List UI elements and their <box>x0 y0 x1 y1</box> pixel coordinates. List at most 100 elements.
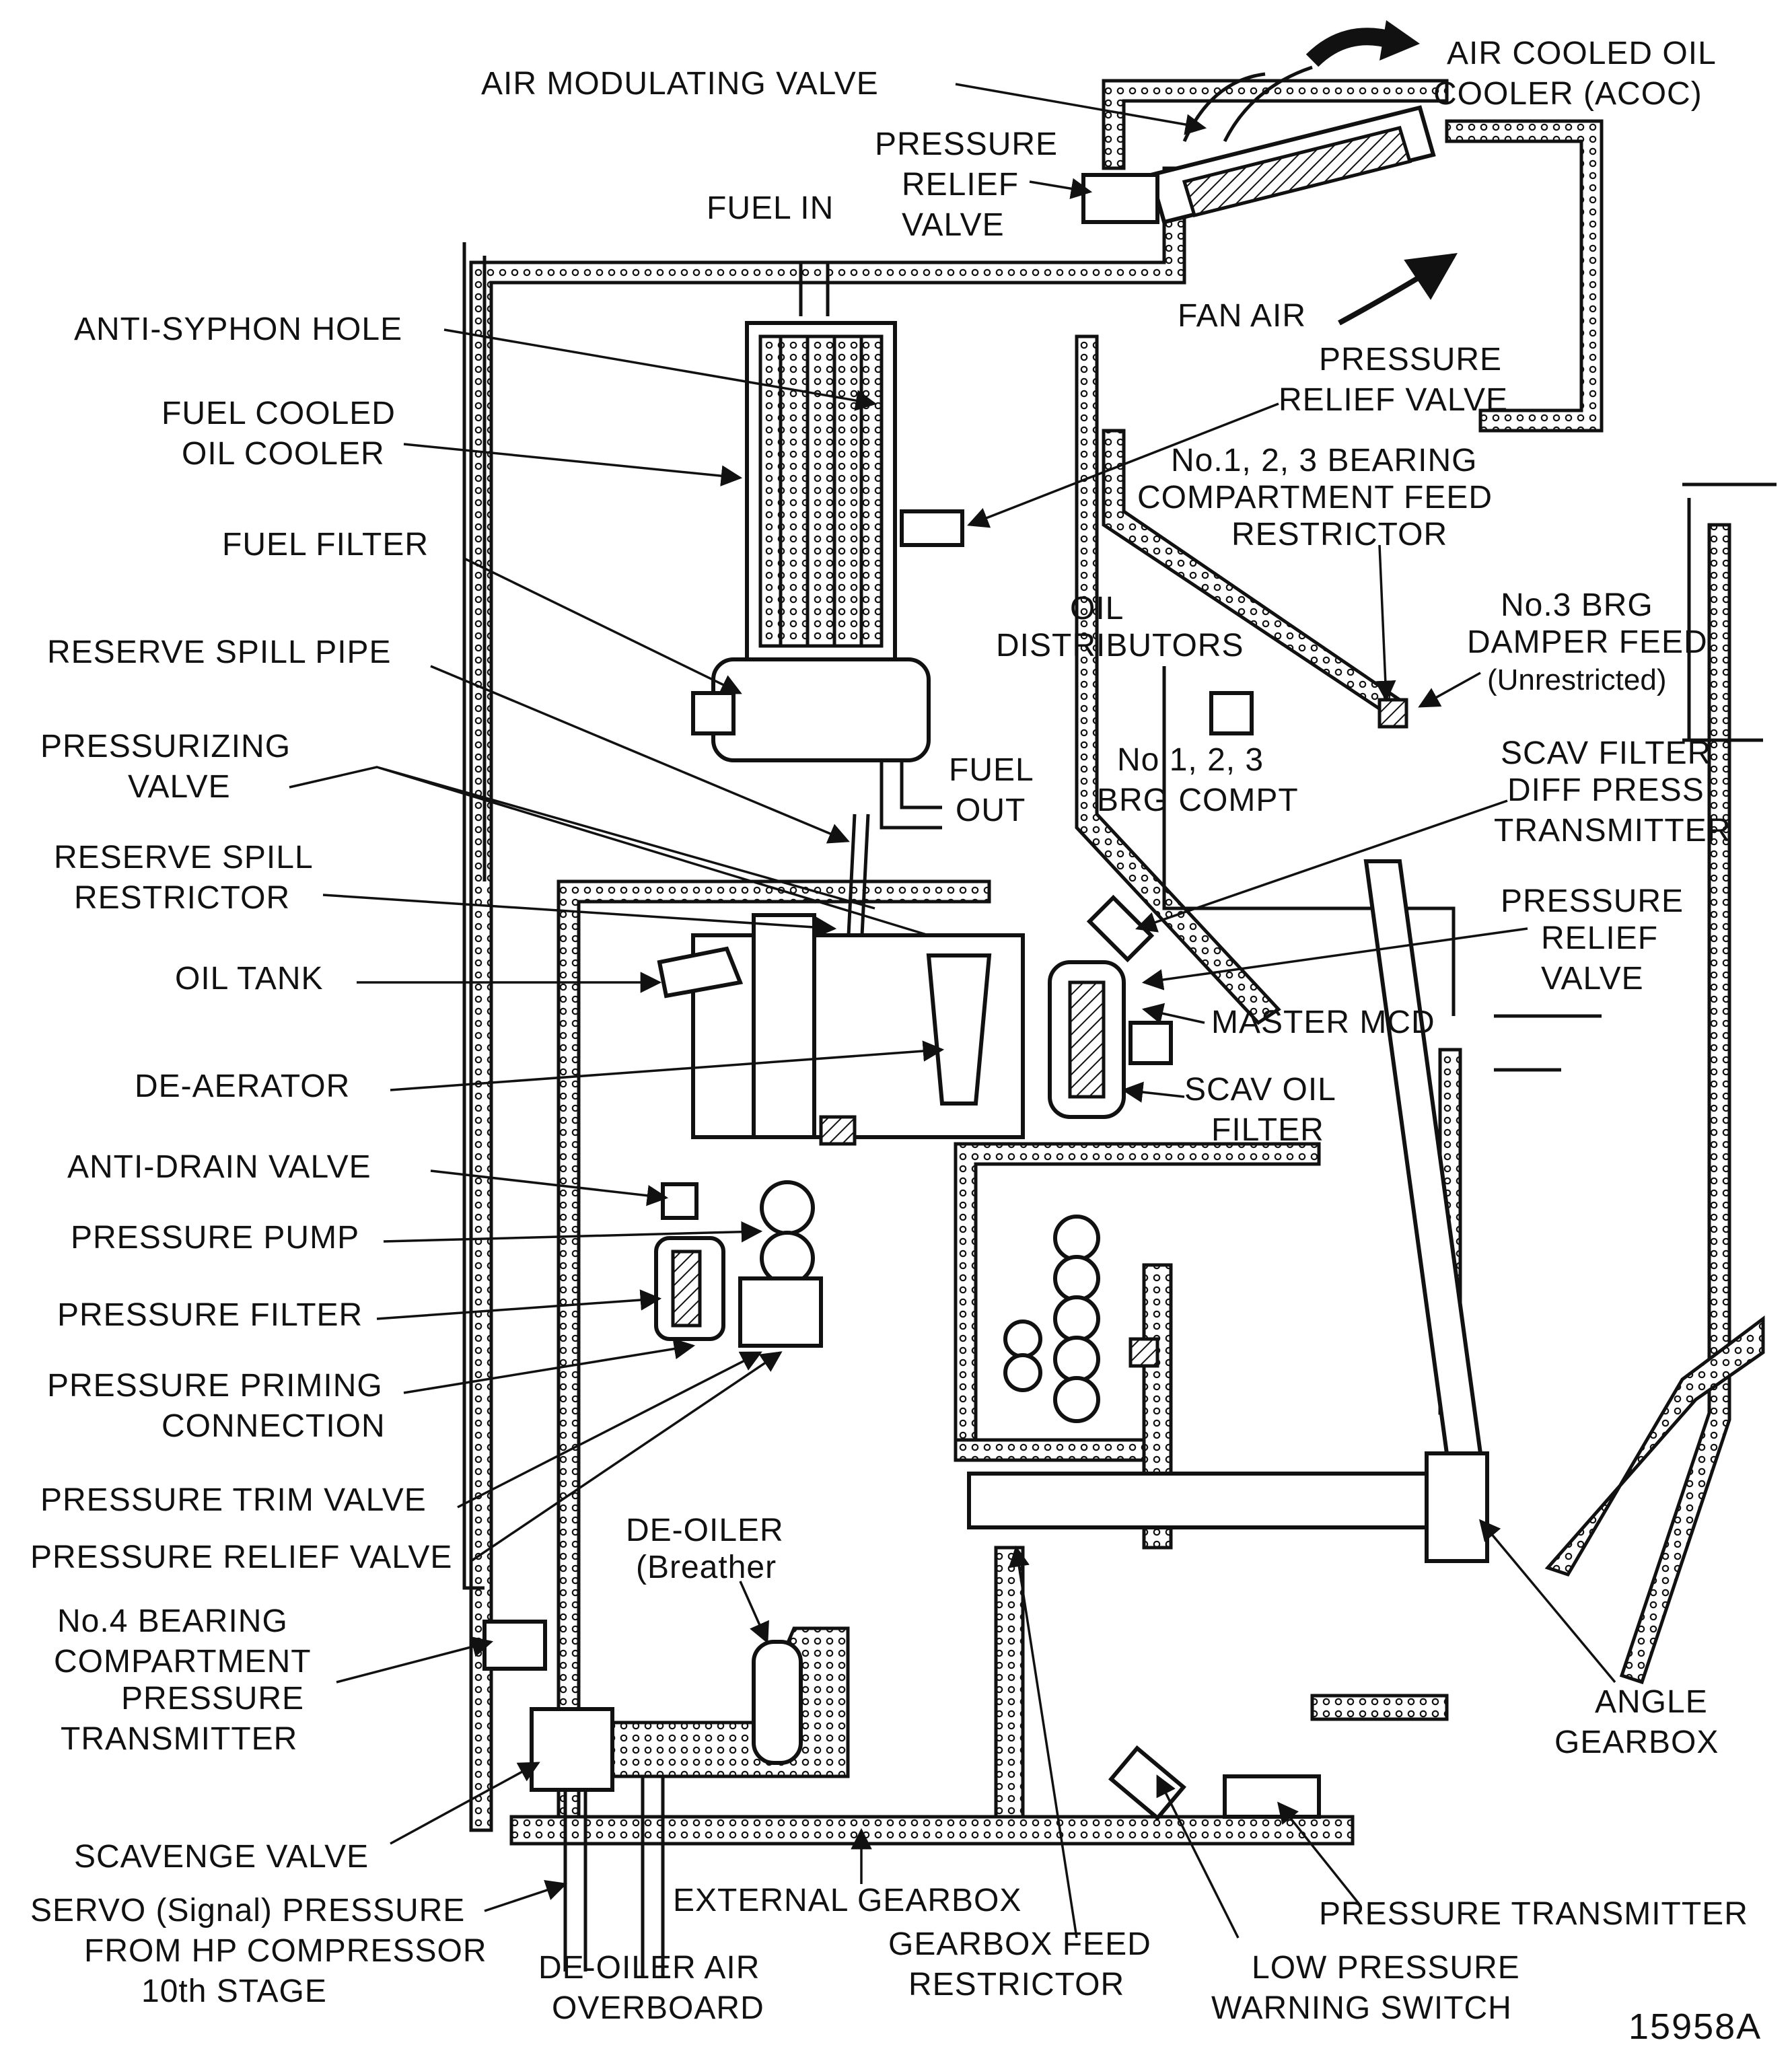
label-anti-drain-valve: ANTI-DRAIN VALVE <box>67 1149 371 1185</box>
label-no4-1: No.4 BEARING <box>57 1603 288 1639</box>
leader-feed-restrictor <box>1375 544 1396 702</box>
bottom-return-line <box>509 1815 1355 1846</box>
label-fcoc-2: OIL COOLER <box>182 436 385 472</box>
leader-no4-transmitter <box>336 1636 494 1684</box>
label-no4-3: PRESSURE <box>121 1681 304 1716</box>
leader-pressure-transmitter <box>1277 1801 1361 1906</box>
leader-pressure-pump <box>383 1221 763 1243</box>
label-pressure-filter: PRESSURE FILTER <box>57 1297 363 1333</box>
fuel-filter-cap <box>691 691 736 735</box>
label-low-pressure-1: LOW PRESSURE <box>1252 1950 1520 1986</box>
label-fuel-in: FUEL IN <box>707 190 834 226</box>
gear <box>1003 1319 1042 1359</box>
fuel-filter <box>711 657 931 762</box>
components <box>482 20 1489 1978</box>
label-brg-compt-2: BRG COMPT <box>1097 783 1299 818</box>
exhaust-arrow-head <box>1379 20 1420 61</box>
leader-reserve-spill-pipe <box>430 665 850 844</box>
label-prv-mid-2: RELIEF <box>1541 920 1658 956</box>
outer-left-oil-line <box>469 166 1186 1832</box>
label-prv-mid-1: PRESSURE <box>1501 883 1684 919</box>
label-acoc-1: AIR COOLED OIL <box>1447 36 1717 71</box>
label-brg3-1: No.3 BRG <box>1501 587 1653 623</box>
label-brg-compt-1: No.1, 2, 3 <box>1117 742 1264 778</box>
label-trim-valve: PRESSURE TRIM VALVE <box>40 1482 427 1518</box>
gear <box>1053 1376 1100 1423</box>
label-oil-distributors-1: OIL <box>1070 591 1124 626</box>
label-priming-2: CONNECTION <box>162 1408 386 1444</box>
gearbox-frame-bottom <box>954 1438 1146 1462</box>
fcoc-core <box>758 334 884 648</box>
no4-pressure-transmitter <box>482 1620 547 1671</box>
label-feed-restrictor-2: COMPARTMENT FEED <box>1137 480 1493 515</box>
gear <box>1053 1336 1100 1383</box>
distributor-line-left <box>1075 334 1281 1025</box>
fan-air-arrow <box>1338 253 1458 326</box>
fuel-in-pipe <box>799 262 830 316</box>
pressure-pump-gear-1 <box>760 1180 815 1235</box>
de-oiler-overboard-pipe <box>641 1776 665 1978</box>
leader-pressurizing-valve <box>289 766 929 937</box>
scav-filter-dpt <box>1086 894 1155 963</box>
label-fuel-filter: FUEL FILTER <box>222 527 429 563</box>
de-oiler-chamber <box>604 1626 850 1778</box>
label-servo-1: SERVO (Signal) PRESSURE <box>30 1893 465 1928</box>
gear-train <box>1003 1215 1159 1423</box>
label-prv-top-1: PRESSURE <box>875 126 1058 162</box>
label-gearbox-feed-1: GEARBOX FEED <box>888 1926 1151 1962</box>
leader-relief-valve-mid <box>1141 927 1528 990</box>
label-de-aerator: DE-AERATOR <box>135 1069 350 1104</box>
label-prv-right-2: RELIEF VALVE <box>1279 382 1508 418</box>
angle-gearbox <box>1425 1451 1489 1563</box>
leader-pressure-filter <box>376 1289 662 1320</box>
leader-air-modulating-valve <box>955 83 1207 135</box>
anti-drain-element <box>819 1115 857 1146</box>
de-oiler <box>752 1640 803 1765</box>
leader-fcoc <box>403 443 743 486</box>
label-oil-tank: OIL TANK <box>175 961 324 997</box>
leader-scav-filter-dpt <box>1135 799 1508 933</box>
label-de-oiler-1: DE-OILER <box>626 1513 784 1548</box>
right-bearing-line <box>1619 523 1731 1685</box>
brg-compt-ledge <box>1494 1014 1602 1072</box>
label-reserve-spill-restrictor-2: RESTRICTOR <box>74 880 290 916</box>
scavenge-valve <box>530 1707 614 1792</box>
pressure-pump-gear-2 <box>760 1231 815 1286</box>
label-de-oiler-air-2: OVERBOARD <box>552 1990 764 2026</box>
brg-compt-outline <box>1162 666 1456 1016</box>
label-reserve-spill-restrictor-1: RESERVE SPILL <box>54 840 314 875</box>
label-brg3-2: DAMPER FEED <box>1467 624 1708 660</box>
leader-pressure-relief-top <box>1029 178 1093 199</box>
label-oil-distributors-2: DISTRIBUTORS <box>996 628 1244 663</box>
label-master-mcd: MASTER MCD <box>1211 1005 1435 1040</box>
label-fan-air: FAN AIR <box>1178 298 1306 334</box>
angle-gearbox-shaft <box>967 1472 1456 1529</box>
pressure-trim-valve <box>738 1276 823 1348</box>
label-pressure-transmitter: PRESSURE TRANSMITTER <box>1319 1896 1748 1932</box>
fcoc-tubes <box>779 336 863 646</box>
leader-gearbox-feed <box>1008 1545 1078 1939</box>
label-feed-restrictor-3: RESTRICTOR <box>1231 517 1447 552</box>
leader-low-pressure <box>1156 1774 1240 1939</box>
label-pressure-pump: PRESSURE PUMP <box>71 1220 359 1256</box>
label-scav-dpt-1: SCAV FILTER <box>1501 735 1711 771</box>
label-prv-top-3: VALVE <box>902 207 1005 243</box>
leader-anti-drain <box>430 1169 669 1206</box>
acoc-core <box>1182 125 1412 218</box>
label-scav-dpt-3: TRANSMITTER <box>1494 813 1731 848</box>
label-prv-right-1: PRESSURE <box>1319 342 1502 377</box>
leader-servo <box>484 1880 567 1912</box>
leader-priming <box>403 1338 696 1394</box>
gearbox-restrictor <box>1128 1337 1159 1368</box>
acoc-feed-line <box>1102 79 1449 170</box>
acoc-return-line <box>1445 119 1604 433</box>
gear <box>1053 1295 1100 1342</box>
label-external-gearbox: EXTERNAL GEARBOX <box>673 1883 1022 1918</box>
leader-de-oiler <box>739 1581 769 1644</box>
label-air-modulating-valve: AIR MODULATING VALVE <box>481 66 879 102</box>
leader-brg3-damper <box>1418 672 1481 708</box>
transmitter-line <box>1310 1694 1449 1721</box>
leader-anti-syphon <box>443 328 877 411</box>
label-pressurizing-2: VALVE <box>128 769 231 805</box>
label-scav-oil-filter-1: SCAV OIL <box>1184 1072 1336 1108</box>
